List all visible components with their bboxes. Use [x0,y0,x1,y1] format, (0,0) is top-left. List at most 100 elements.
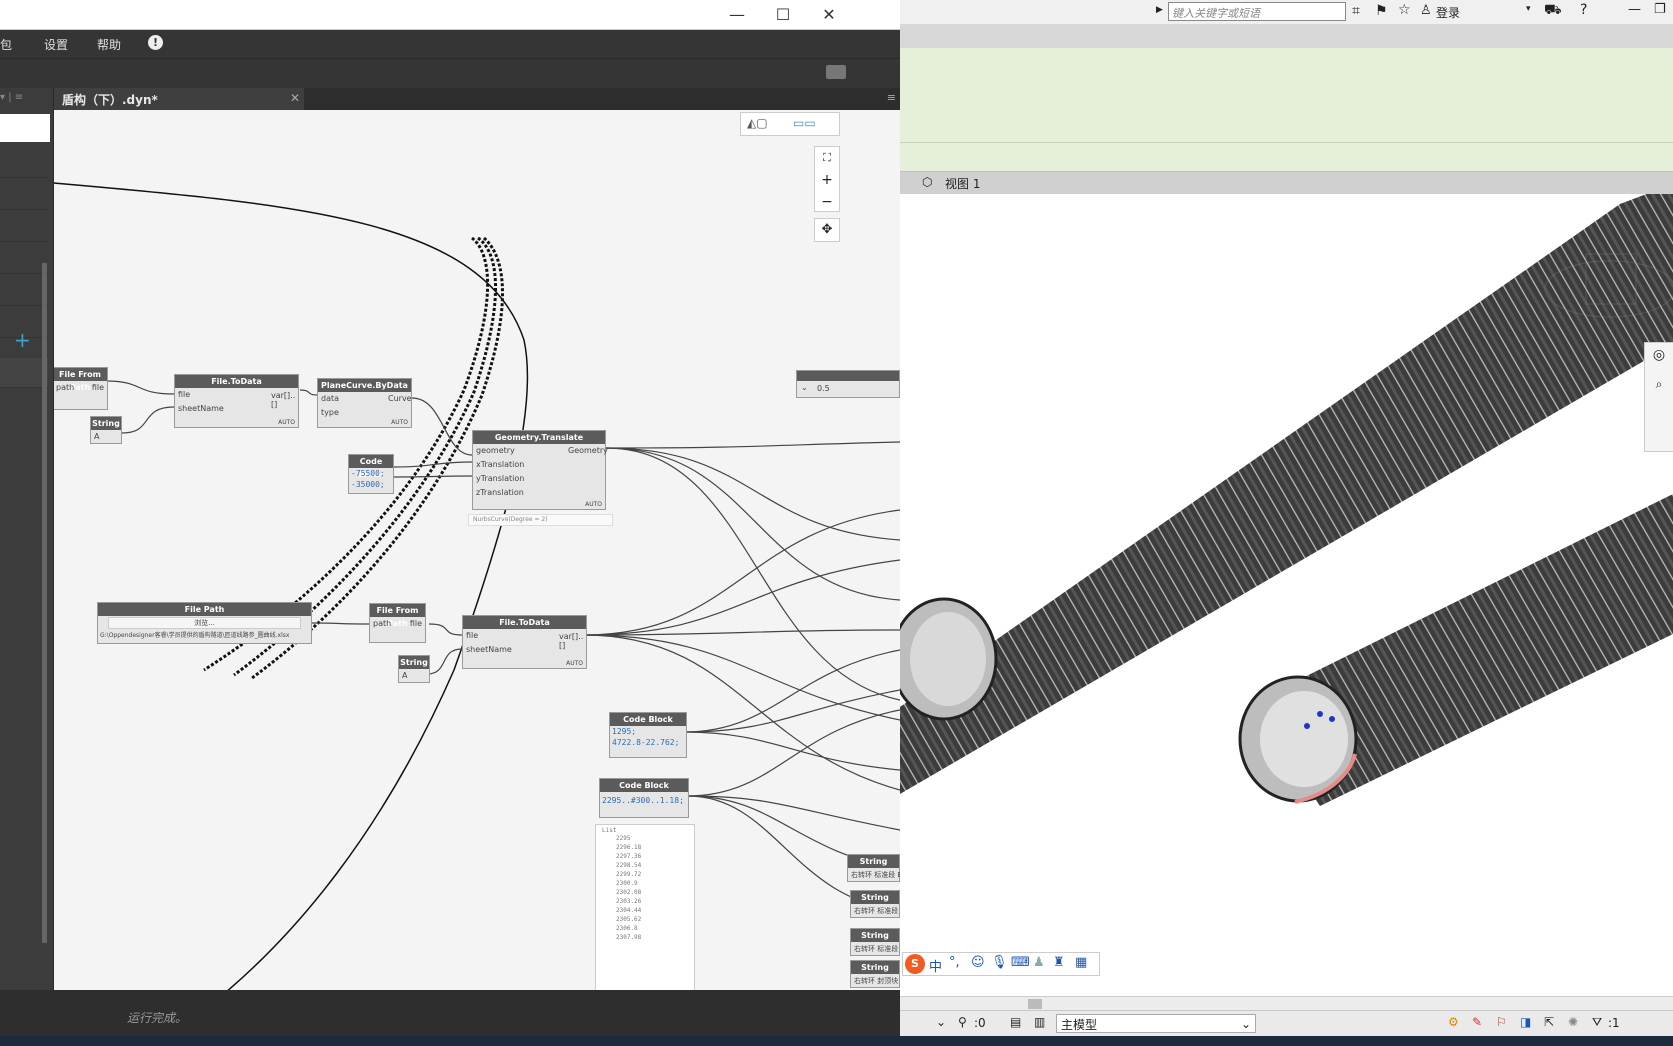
worksharing-icon[interactable]: ⚲ [958,1015,967,1029]
code-line[interactable]: -35000; [351,480,385,489]
ime-language-toggle[interactable]: 中 [929,960,943,975]
restore-button[interactable]: ❐ [1654,2,1666,17]
string-value[interactable]: 右转环 标准段 B [851,871,900,879]
output-port[interactable]: file [91,383,104,392]
input-port[interactable]: zTranslation [476,488,524,497]
node-code-block[interactable]: Code Block 1295; 4722.8-22.762; [609,712,687,758]
library-filter-icon[interactable]: ▾ | ≡ [0,92,24,103]
node-geometry-translate[interactable]: Geometry.Translate geometry xTranslation… [472,430,608,510]
graph-view-icon[interactable]: ▭▭ [793,116,816,130]
tab-menu-icon[interactable]: ≡ [886,91,896,104]
chevron-down-icon[interactable]: ⌄ [801,383,808,392]
output-port[interactable]: var[]..[] [559,632,584,650]
node-string[interactable]: String A [90,416,122,444]
binoculars-icon[interactable]: ⌗ [1352,3,1360,19]
code-line[interactable]: 2295..#300..1.18; [602,796,684,805]
minimize-button[interactable]: — [1628,2,1641,17]
library-item[interactable] [0,358,48,388]
output-port[interactable]: file [409,619,422,628]
code-line[interactable]: 1295; [612,727,637,736]
node-code-block[interactable]: Code Block 2295..#300..1.18; [599,778,689,818]
node-file-todata[interactable]: File.ToData file sheetName var[]..[] AUT… [174,374,299,428]
microphone-icon[interactable]: 🎙 [991,955,1008,970]
select-underlay-icon[interactable]: ✎ [1472,1015,1483,1029]
tab-workspace[interactable]: 盾构（下）.dyn* ✕ [54,88,304,110]
node-string[interactable]: String 右转环 标准段 B [850,928,900,956]
help-icon[interactable]: ? [1580,2,1588,18]
node-string[interactable]: String 右转环 标准段 B [850,890,900,918]
menu-settings[interactable]: 设置 [44,38,69,52]
library-search-input[interactable] [0,114,50,142]
subscription-icon[interactable]: ⚑ [1375,3,1388,19]
output-port[interactable]: Curve [388,394,412,403]
3d-viewport[interactable]: ◎ ⌕ S 中 °, ☺ 🎙 ⌨ ♟ ♜ ▦ [900,194,1673,996]
input-port[interactable]: file [178,390,191,399]
scrollbar-thumb[interactable] [1028,999,1042,1009]
input-port[interactable]: xTranslation [476,460,525,469]
string-value[interactable]: A [94,432,100,441]
cart-icon[interactable]: ⛟ [1544,2,1562,18]
notification-icon[interactable]: ! [148,35,163,50]
user-icon[interactable]: ♙ [1420,3,1432,18]
input-port[interactable]: yTranslation [476,474,525,483]
drag-elements-icon[interactable]: ⇱ [1544,1015,1555,1029]
select-pinned-icon[interactable]: ⚐ [1496,1015,1507,1029]
toolbox-icon[interactable]: ▦ [1075,955,1088,970]
star-icon[interactable]: ☆ [1398,2,1411,18]
output-port[interactable]: var[]..[] [271,391,296,409]
input-port[interactable]: geometry [476,446,515,455]
output-port[interactable]: Geometry [568,446,608,455]
code-line[interactable]: 4722.8-22.762; [612,738,680,747]
user-icon[interactable]: ♟ [1033,955,1045,970]
zoom-fit-icon[interactable]: ⛶ [823,151,831,164]
workset-select[interactable]: 主模型 ⌄ [1056,1014,1256,1033]
menu-help[interactable]: 帮助 [97,38,122,52]
minimize-button[interactable]: — [729,5,745,24]
string-value[interactable]: 右转环 封顶块 [854,977,899,985]
zoom-icon[interactable]: ⌕ [1655,377,1663,391]
select-face-icon[interactable]: ◨ [1520,1015,1532,1029]
library-item[interactable] [0,308,48,338]
view-tab[interactable]: ⬡ 视图 1 [900,172,1673,194]
input-port[interactable]: path [373,619,392,628]
library-scrollbar[interactable] [42,263,47,943]
input-port[interactable]: data [321,394,340,403]
input-port[interactable]: type [321,408,339,417]
library-item[interactable] [0,276,48,306]
node-file-path[interactable]: File Path 浏览... G:\Oppendesigner客睿\学员提供的… [97,602,312,644]
maximize-button[interactable]: ☐ [775,5,791,24]
login-link[interactable]: 登录 [1436,6,1461,20]
node-string[interactable]: String A [398,655,430,683]
library-item[interactable] [0,244,48,274]
editable-only-icon[interactable]: ▤ [1010,1015,1022,1029]
expand-arrow-icon[interactable]: ▶ [1156,5,1163,15]
input-port[interactable]: path [56,383,75,392]
skin-icon[interactable]: ♜ [1053,955,1065,970]
search-input[interactable]: 键入关键字或短语 [1168,2,1346,21]
pan-icon[interactable]: ✥ [814,218,840,242]
chevron-down-icon[interactable]: ▾ [1526,4,1531,14]
string-value[interactable]: 右转环 标准段 B [854,945,900,953]
horizontal-scrollbar[interactable] [900,996,1673,1010]
node-string[interactable]: String 右转环 标准段 B [847,854,900,882]
input-port[interactable]: sheetName [178,404,224,413]
library-item[interactable] [0,180,48,210]
menu-packages[interactable]: 包 [0,38,13,52]
node-code-block[interactable]: Code Block -75500; -35000; [348,454,394,494]
code-line[interactable]: -75500; [351,469,385,478]
node-file-todata[interactable]: File.ToData file sheetName var[]..[] AUT… [462,615,587,669]
library-item[interactable] [0,148,48,178]
camera-icon[interactable] [826,65,846,79]
keyboard-icon[interactable]: ⌨ [1011,955,1030,970]
background-process-icon[interactable]: ✺ [1568,1015,1579,1029]
view-toggle[interactable]: ◭▢ ▭▭ [740,112,840,136]
punctuation-icon[interactable]: °, [949,955,960,970]
browse-button[interactable]: 浏览... [108,617,301,629]
zoom-in-icon[interactable]: + [821,172,833,188]
sogou-icon[interactable]: S [905,954,925,974]
node-number-slider[interactable]: ⌄ 0.5 [796,370,900,398]
node-string[interactable]: String 右转环 封顶块 [850,960,900,988]
